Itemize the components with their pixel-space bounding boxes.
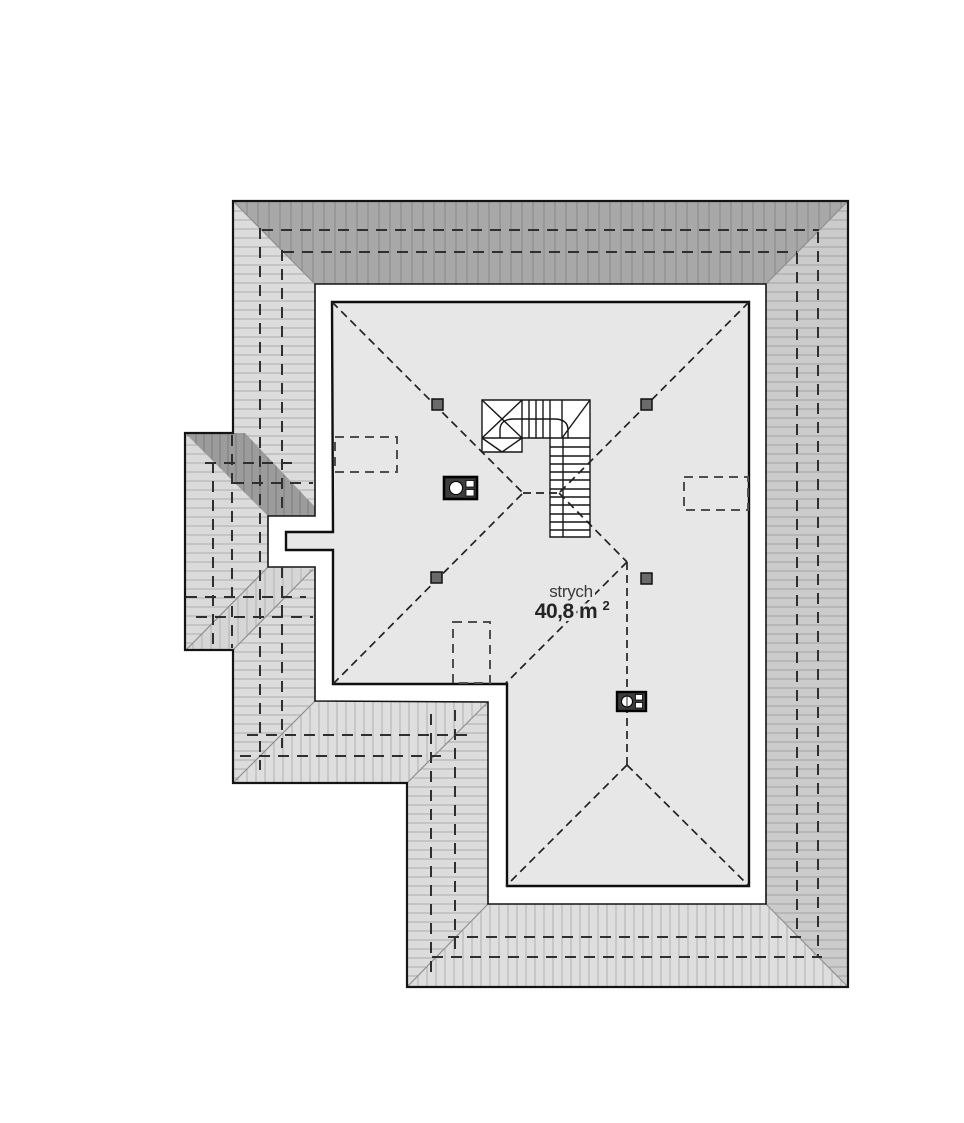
chimney-flue-icon [442,475,479,501]
roof-inner-outline [267,283,767,905]
roof-post-marker [430,571,443,584]
roof-slope-left-section-south-hatch [233,701,488,783]
roof-outer-outline [183,199,850,989]
roof-slope-south-hatch [407,904,848,987]
roof-window-rect-3 [683,476,749,511]
wing-roof-dark-slope-hatch [185,433,315,516]
room-label-text: strych [549,582,593,601]
room-area-value: 40,8 m [535,600,597,623]
chimney-flue-icon [615,690,648,713]
room-label: strych [549,582,593,601]
room-area-superscript: 2 [603,598,610,613]
roof-slope-east-hatch [766,201,848,987]
dashed-opening-rects [334,436,749,684]
roof-surfaces [185,201,848,987]
roof-post-markers [430,398,653,585]
roof-post-marker [640,398,653,411]
roof-post-marker [431,398,444,411]
roof-slope-strip-west-hatch [407,702,488,987]
stair-handrail-arc [499,418,569,438]
attic-ridge-lines [331,301,750,887]
roof-hip-lines [185,200,849,988]
roof-window-rect-1 [334,436,398,473]
room-area-label: 40,8 m 2 [535,598,610,623]
lower-storey-wall-lines [186,228,822,975]
roof-window-rect-2 [452,621,491,684]
staircase [481,399,591,538]
roof-slope-north-hatch [233,201,848,284]
roof-post-marker [640,572,653,585]
